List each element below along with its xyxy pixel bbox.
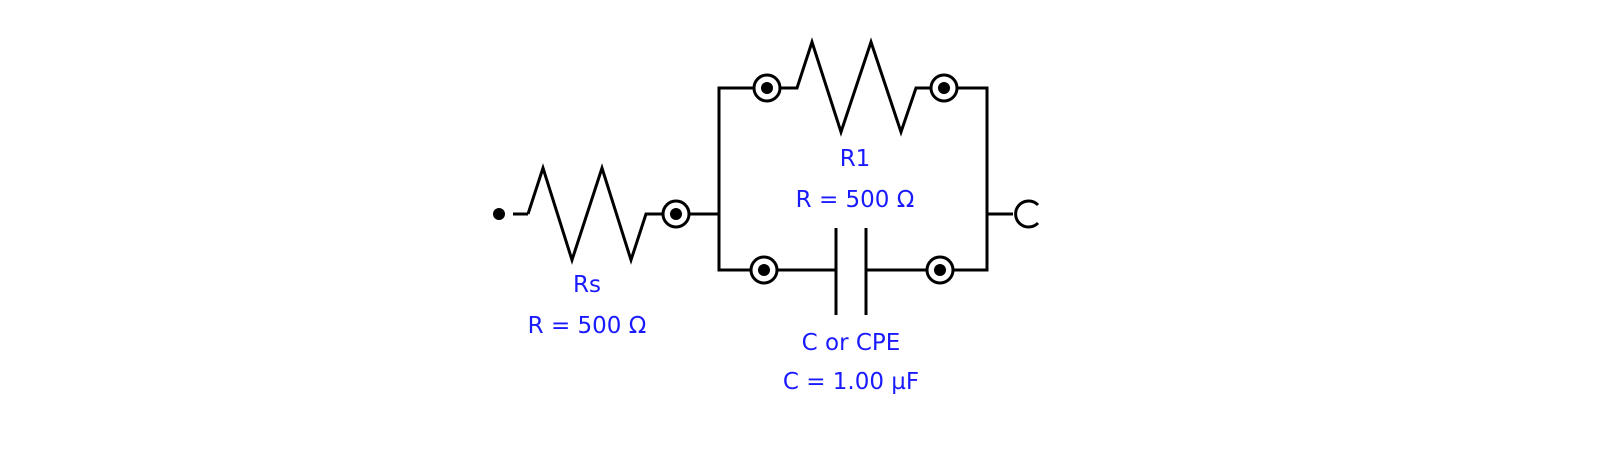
c-name-label: C or CPE [802, 330, 901, 356]
resistor-rs[interactable] [526, 163, 662, 265]
node-c-in[interactable] [749, 255, 779, 285]
node-c-out[interactable] [925, 255, 955, 285]
node-r1-out[interactable] [929, 73, 959, 103]
wire-left-rail [717, 86, 754, 272]
resistor-r1[interactable] [780, 37, 931, 137]
capacitor-c[interactable] [834, 228, 868, 315]
wire-right-rail [953, 86, 989, 272]
r1-value-label: R = 500 Ω [796, 187, 915, 213]
rs-value-label: R = 500 Ω [528, 313, 647, 339]
c-value-label: C = 1.00 µF [783, 369, 919, 395]
rs-name-label: Rs [573, 272, 601, 298]
node-rs-out[interactable] [661, 199, 691, 229]
r1-name-label: R1 [840, 146, 871, 172]
output-terminal[interactable] [1014, 199, 1040, 229]
input-terminal [493, 208, 505, 220]
node-r1-in[interactable] [752, 73, 782, 103]
